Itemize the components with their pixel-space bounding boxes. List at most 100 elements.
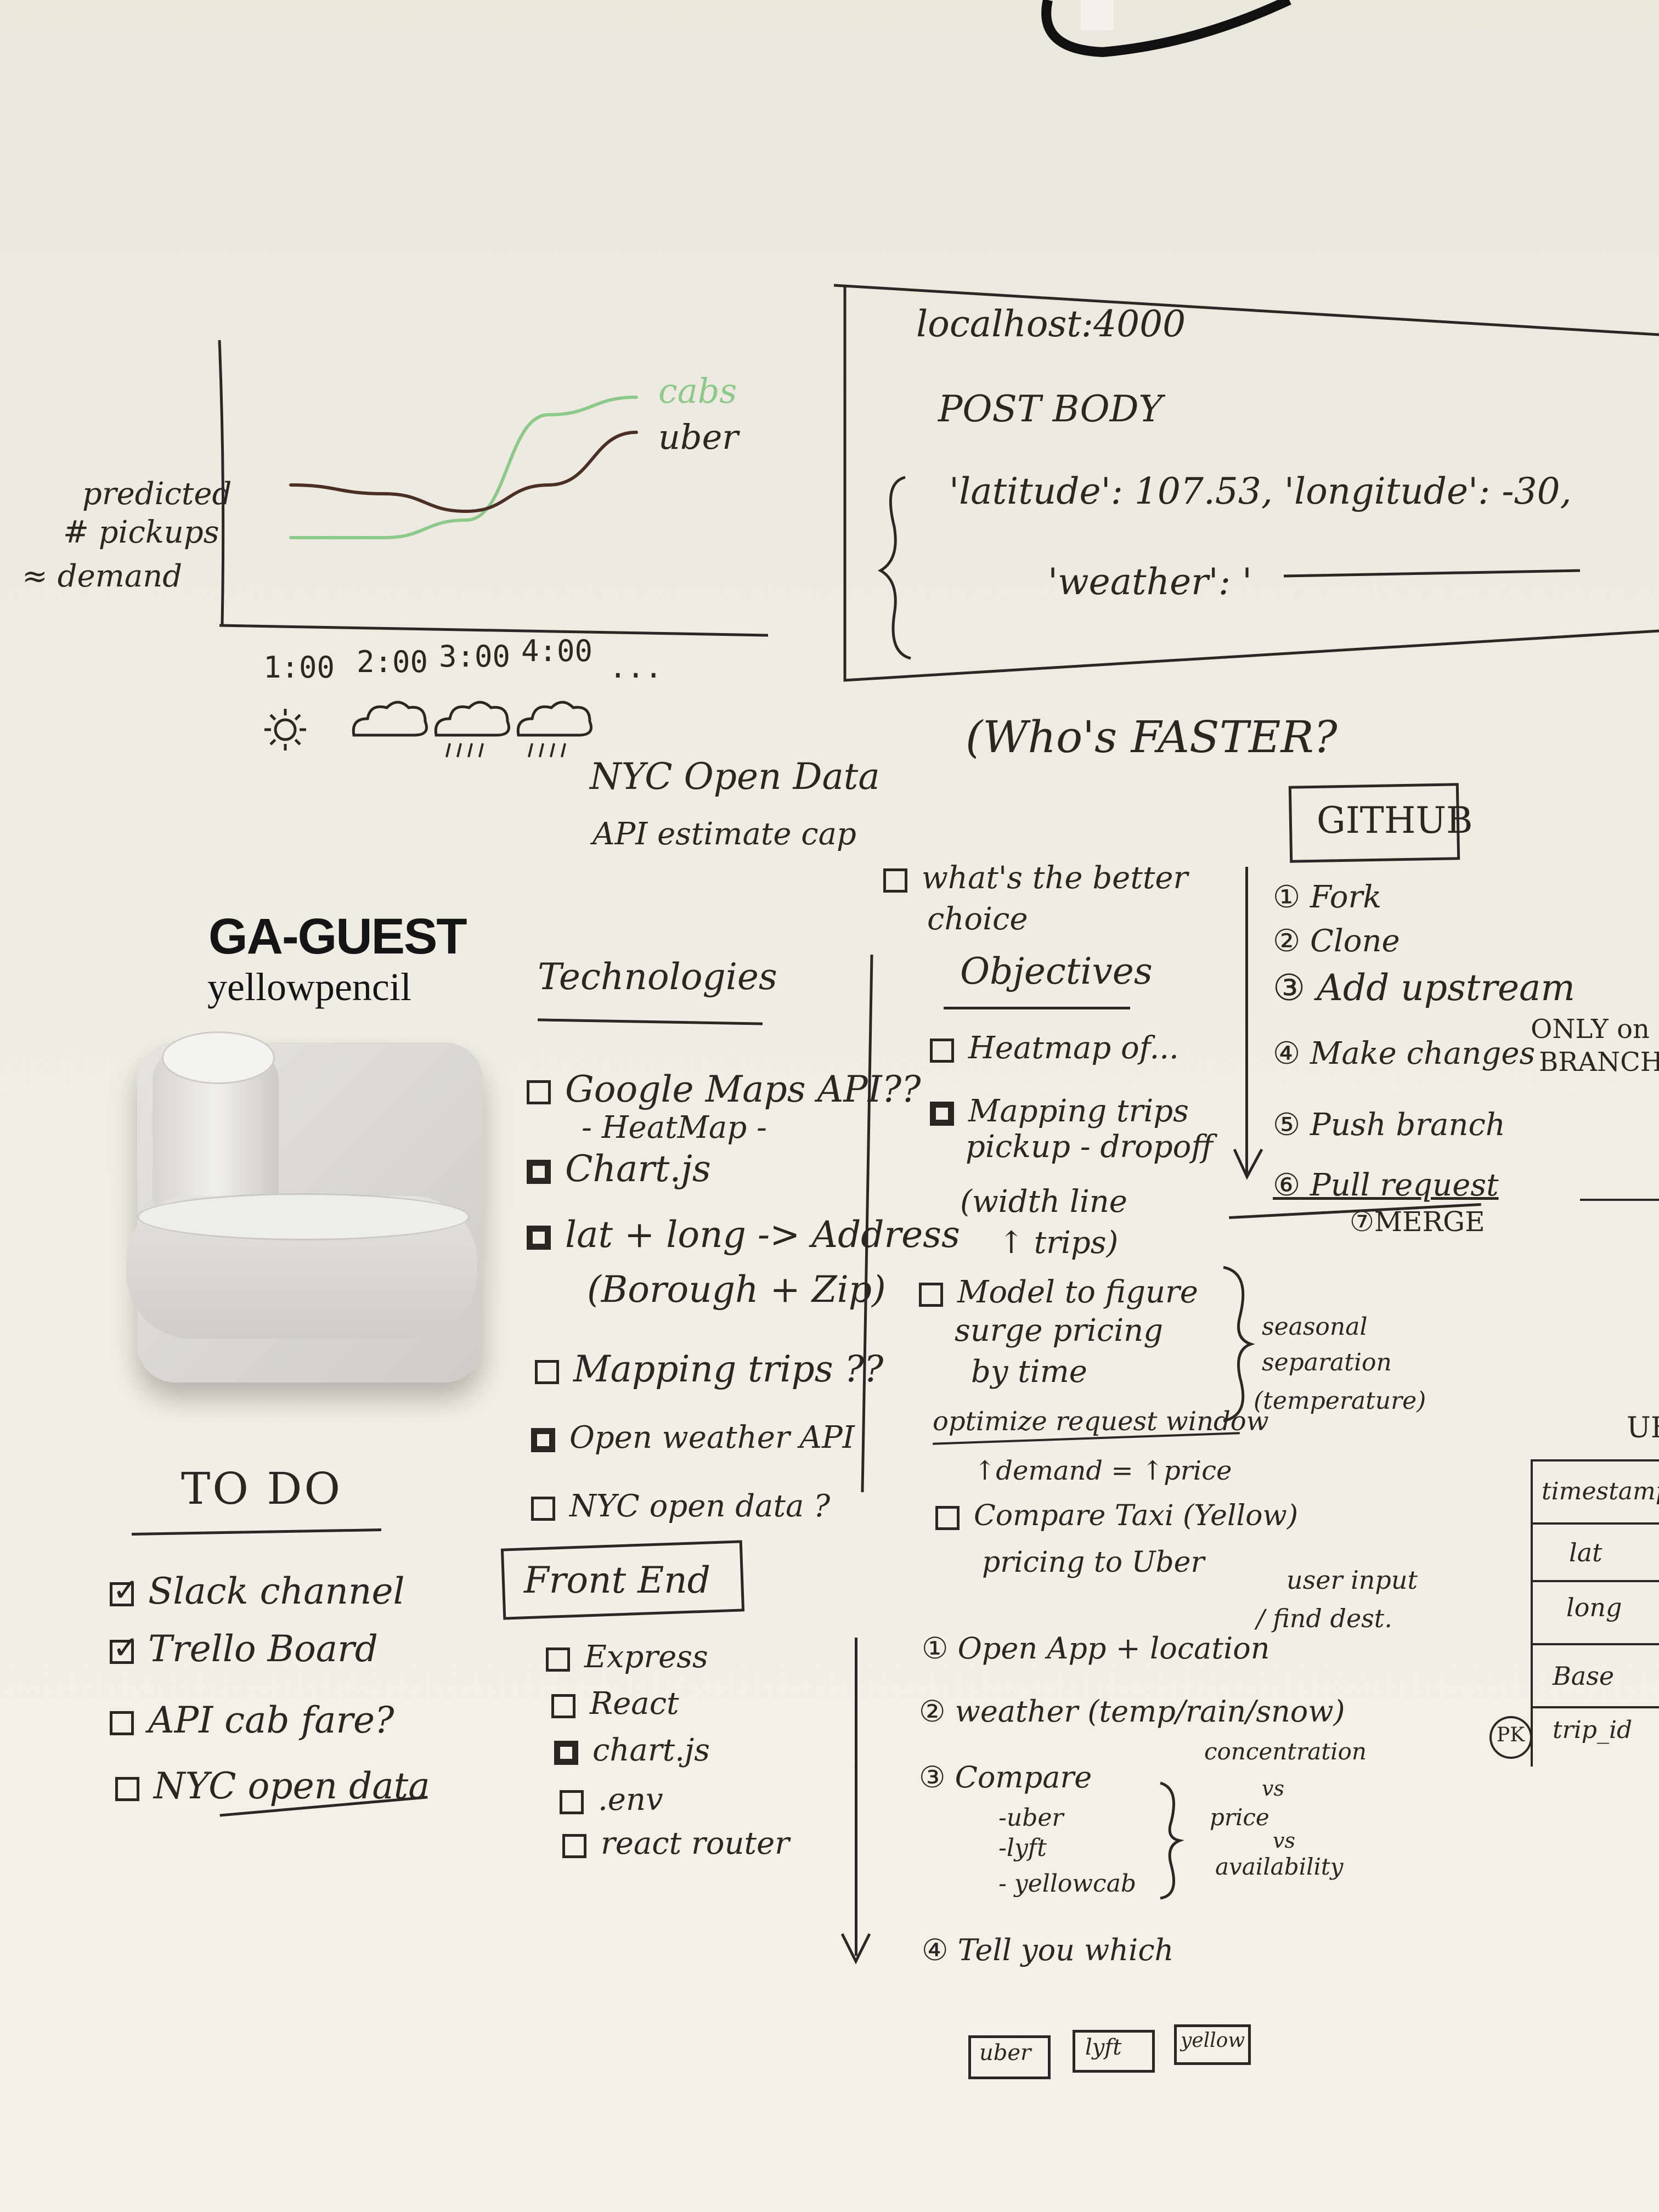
choice-box (968, 2035, 1051, 2079)
objective-pre-item: what's the better (883, 861, 1188, 895)
checkbox[interactable] (110, 1630, 139, 1666)
wall-organizer (126, 1031, 483, 1383)
schema-border-left (1531, 1459, 1533, 1767)
x-tick-label: 2:00 (357, 645, 428, 679)
github-step: ① Fork (1273, 879, 1382, 915)
compare-factor: vs (1273, 1829, 1295, 1853)
rain-cloud-icon (516, 701, 592, 758)
step-4: ④ Tell you which (922, 1933, 1174, 1967)
checkbox[interactable] (531, 1496, 555, 1521)
front-end-title: Front End (524, 1559, 711, 1601)
front-end-item: React (551, 1687, 679, 1721)
github-step: ⑦MERGE (1350, 1206, 1485, 1238)
objective-pre-item-line2: choice (927, 901, 1028, 937)
objective-mapping-line2: pickup - dropoff (966, 1129, 1214, 1165)
choice-box (1174, 2024, 1251, 2065)
checkbox[interactable] (554, 1740, 578, 1765)
x-tick-label: 3:00 (439, 639, 510, 674)
x-tick-label: 1:00 (263, 650, 335, 685)
checkbox[interactable] (562, 1833, 586, 1858)
objective-compare: Compare Taxi (Yellow) (935, 1500, 1298, 1532)
objective-mapping: Mapping trips (930, 1094, 1189, 1128)
tech-item-sub: (Borough + Zip) (587, 1268, 886, 1311)
checkbox[interactable] (935, 1505, 960, 1530)
compare-option: -lyft (998, 1834, 1047, 1862)
tech-item: Mapping trips ?? (535, 1349, 883, 1390)
pk-marker (1489, 1716, 1532, 1759)
series-line-uber (289, 431, 638, 514)
schema-divider (1531, 1643, 1659, 1645)
x-tick-label: ... (609, 650, 663, 685)
github-step: ⑥ Pull request (1273, 1167, 1499, 1203)
choice-box (1073, 2030, 1155, 2073)
checkbox[interactable] (527, 1226, 551, 1250)
cable (1041, 0, 1291, 58)
wifi-password: yellowpencil (207, 965, 411, 1009)
chart-x-axis (219, 624, 769, 637)
tech-item: NYC open data ? (531, 1489, 830, 1523)
seasonal-line1: seasonal (1262, 1313, 1368, 1341)
todo-underline (131, 1528, 382, 1536)
github-title: GITHUB (1317, 799, 1473, 842)
seasonal-line3: (temperature) (1254, 1387, 1426, 1415)
step-3: ③ Compare (919, 1760, 1092, 1795)
cloud-icon (352, 701, 428, 737)
demand-price-note: ↑demand = ↑price (974, 1455, 1232, 1486)
compare-factor: vs (1262, 1776, 1284, 1801)
github-step: ② Clone (1273, 923, 1400, 959)
github-arrow-head (1233, 1148, 1263, 1180)
checkbox[interactable] (919, 1282, 943, 1307)
pk-label: PK (1497, 1724, 1525, 1746)
github-step: ⑤ Push branch (1273, 1107, 1505, 1143)
schema-divider (1531, 1706, 1659, 1708)
checkbox[interactable] (527, 1080, 551, 1104)
checkbox[interactable] (535, 1360, 559, 1384)
checkbox[interactable] (546, 1647, 570, 1672)
compare-factor: availability (1215, 1853, 1344, 1880)
objective-model: Model to figure (919, 1276, 1198, 1310)
checkbox[interactable] (883, 868, 907, 893)
checkbox[interactable] (930, 1038, 954, 1063)
tech-item: Open weather API (531, 1421, 855, 1455)
checkbox[interactable] (527, 1160, 551, 1184)
step-2: ② weather (temp/rain/snow) (919, 1694, 1345, 1729)
user-input-note-line1: user input (1286, 1565, 1418, 1595)
api-body-line1: 'latitude': 107.53, 'longitude': -30, (949, 470, 1572, 512)
nyc-note-line1: NYC Open Data (590, 755, 880, 798)
front-end-item: .env (560, 1783, 663, 1817)
objectives-title: Objectives (960, 950, 1153, 992)
seasonal-line2: separation (1262, 1348, 1392, 1376)
checkbox[interactable] (930, 1101, 954, 1126)
technologies-underline (537, 1018, 763, 1025)
compare-option: - yellowcab (998, 1870, 1137, 1898)
series-line-cabs (289, 396, 638, 539)
checkbox[interactable] (115, 1777, 139, 1801)
chart-ylabel-3: ≈ demand (22, 558, 183, 594)
compare-brace (1160, 1781, 1184, 1900)
choice-label: uber (979, 2040, 1031, 2066)
schema-title: UB (1627, 1412, 1659, 1444)
checkbox[interactable] (110, 1573, 139, 1608)
todo-title: TO DO (181, 1463, 343, 1514)
series-label-uber: uber (658, 417, 740, 457)
todo-item: Slack channel (110, 1571, 405, 1612)
schema-row: long (1566, 1593, 1622, 1622)
compare-factor: concentration (1204, 1738, 1367, 1765)
front-end-item: Express (546, 1640, 708, 1674)
compare-option: -uber (998, 1804, 1064, 1832)
checkbox[interactable] (560, 1790, 584, 1814)
checkbox[interactable] (531, 1427, 555, 1452)
compare-factor: price (1210, 1804, 1269, 1831)
schema-divider (1531, 1522, 1659, 1525)
branch-note-line2: BRANCH (1539, 1047, 1659, 1077)
checkbox[interactable] (551, 1694, 575, 1718)
chart-ylabel-2: # pickups (63, 515, 219, 550)
tech-item: lat + long -> Address (527, 1215, 960, 1255)
api-host: localhost:4000 (916, 303, 1186, 345)
checkbox[interactable] (110, 1711, 134, 1735)
tech-item-sub: - HeatMap - (582, 1110, 767, 1146)
user-input-note-line2: / find dest. (1256, 1604, 1392, 1633)
github-step: ③ Add upstream (1273, 967, 1575, 1009)
tech-item: Chart.js (527, 1149, 711, 1189)
